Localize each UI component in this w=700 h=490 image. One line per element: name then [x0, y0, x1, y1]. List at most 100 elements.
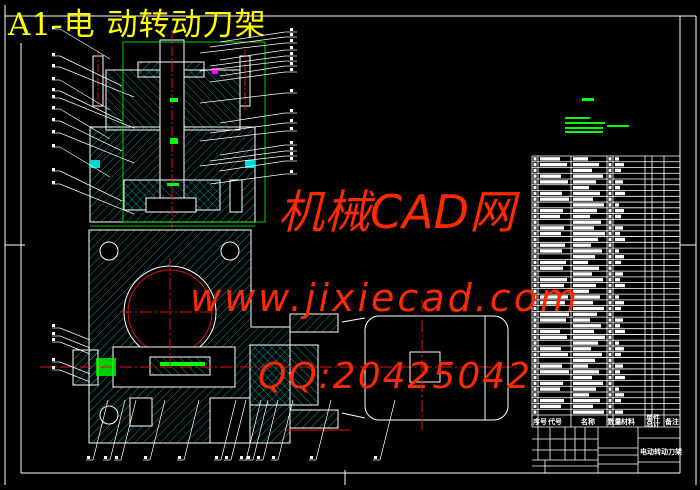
cell-mark: [608, 398, 612, 403]
cell-mark: [573, 381, 603, 386]
cell-mark: [615, 237, 625, 242]
cell-mark: [540, 191, 562, 196]
cell-mark: [533, 185, 537, 190]
leader-line: [59, 132, 135, 164]
dimension-box: [122, 41, 266, 223]
cell-mark: [608, 162, 612, 167]
lower-plan-view: [40, 229, 520, 444]
watermark-qq: QQ:20425042: [258, 356, 533, 397]
cell-mark: [540, 249, 562, 253]
cell-mark: [533, 174, 537, 178]
dimension-mark: [170, 138, 178, 144]
part-number-label: [290, 157, 293, 160]
cell-mark: [540, 347, 561, 351]
cell-mark: [573, 318, 590, 322]
cell-mark: [533, 335, 537, 339]
leader-line: [59, 335, 91, 349]
leader-line: [59, 28, 111, 60]
cell-mark: [615, 191, 625, 196]
parts-list-table: [531, 155, 681, 428]
cell-mark: [540, 404, 561, 409]
cell-mark: [615, 232, 620, 236]
cell-mark: [533, 358, 537, 362]
leader-line: [209, 150, 286, 162]
part-number-label: [52, 366, 55, 369]
cell-mark: [540, 295, 568, 299]
leader-line: [59, 120, 123, 152]
cell-mark: [573, 180, 596, 184]
part-number-label: [290, 170, 293, 173]
cell-mark: [533, 249, 537, 253]
cell-mark: [540, 335, 567, 339]
cell-mark: [615, 185, 620, 190]
cell-mark: [615, 347, 624, 351]
drawing-title: A1-电 动转动刀架: [8, 7, 267, 43]
cell-mark: [533, 318, 537, 322]
cell-mark: [540, 162, 567, 167]
cell-mark: [608, 266, 612, 270]
part-number-label: [290, 33, 293, 36]
cell-mark: [608, 255, 612, 259]
header-remark: 备注: [664, 417, 679, 426]
cell-mark: [573, 255, 595, 259]
cell-mark: [573, 370, 599, 374]
cell-mark: [608, 226, 612, 230]
leader-line: [199, 155, 286, 167]
parts-table-header: 序号 代号 名称 数量 材料 单件 总计 备注: [532, 413, 679, 428]
part-number-label: [52, 332, 55, 335]
part-number-label: [52, 53, 55, 56]
pin-slot: [129, 397, 153, 427]
part-number-label: [87, 456, 90, 459]
leader-line: [59, 90, 123, 122]
leader-line: [59, 327, 91, 341]
cell-mark: [615, 283, 625, 288]
cell-mark: [540, 214, 560, 219]
leader-line: [59, 108, 111, 140]
cell-mark: [608, 260, 612, 265]
cell-mark: [533, 289, 537, 293]
cell-mark: [573, 266, 599, 270]
part-number-label: [178, 456, 181, 459]
cell-mark: [608, 335, 612, 339]
leader-line: [183, 399, 200, 461]
cell-mark: [615, 226, 623, 230]
cell-mark: [540, 312, 569, 316]
cell-mark: [608, 347, 612, 351]
cell-mark: [608, 168, 612, 173]
cell-mark: [533, 370, 537, 374]
cell-mark: [573, 185, 589, 190]
cell-mark: [533, 168, 537, 173]
cell-mark: [615, 393, 624, 397]
cell-mark: [608, 278, 612, 282]
header-material: 材料: [620, 417, 635, 426]
cell-mark: [533, 255, 537, 259]
mounting-hole: [99, 405, 119, 425]
cell-mark: [615, 162, 624, 167]
part-number-label: [104, 456, 107, 459]
cell-mark: [608, 329, 612, 334]
cell-mark: [615, 214, 621, 219]
leader-line: [59, 79, 111, 111]
cell-mark: [533, 243, 537, 247]
part-number-label: [290, 127, 293, 130]
cell-mark: [608, 157, 612, 161]
part-number-label: [52, 168, 55, 171]
part-number-label: [52, 88, 55, 91]
cell-mark: [573, 387, 596, 391]
leader-line: [219, 144, 286, 156]
part-number-label: [52, 64, 55, 67]
cell-mark: [608, 375, 612, 380]
cell-mark: [608, 220, 612, 224]
cell-mark: [573, 312, 597, 316]
cell-mark: [608, 370, 612, 374]
cell-mark: [533, 197, 537, 201]
motor-line: [341, 317, 366, 323]
part-number-label: [310, 456, 313, 459]
cell-mark: [615, 209, 624, 213]
cell-mark: [608, 318, 612, 322]
cell-mark: [573, 329, 594, 334]
cell-mark: [573, 220, 601, 224]
cell-mark: [615, 352, 621, 357]
part-number-label: [290, 109, 293, 112]
